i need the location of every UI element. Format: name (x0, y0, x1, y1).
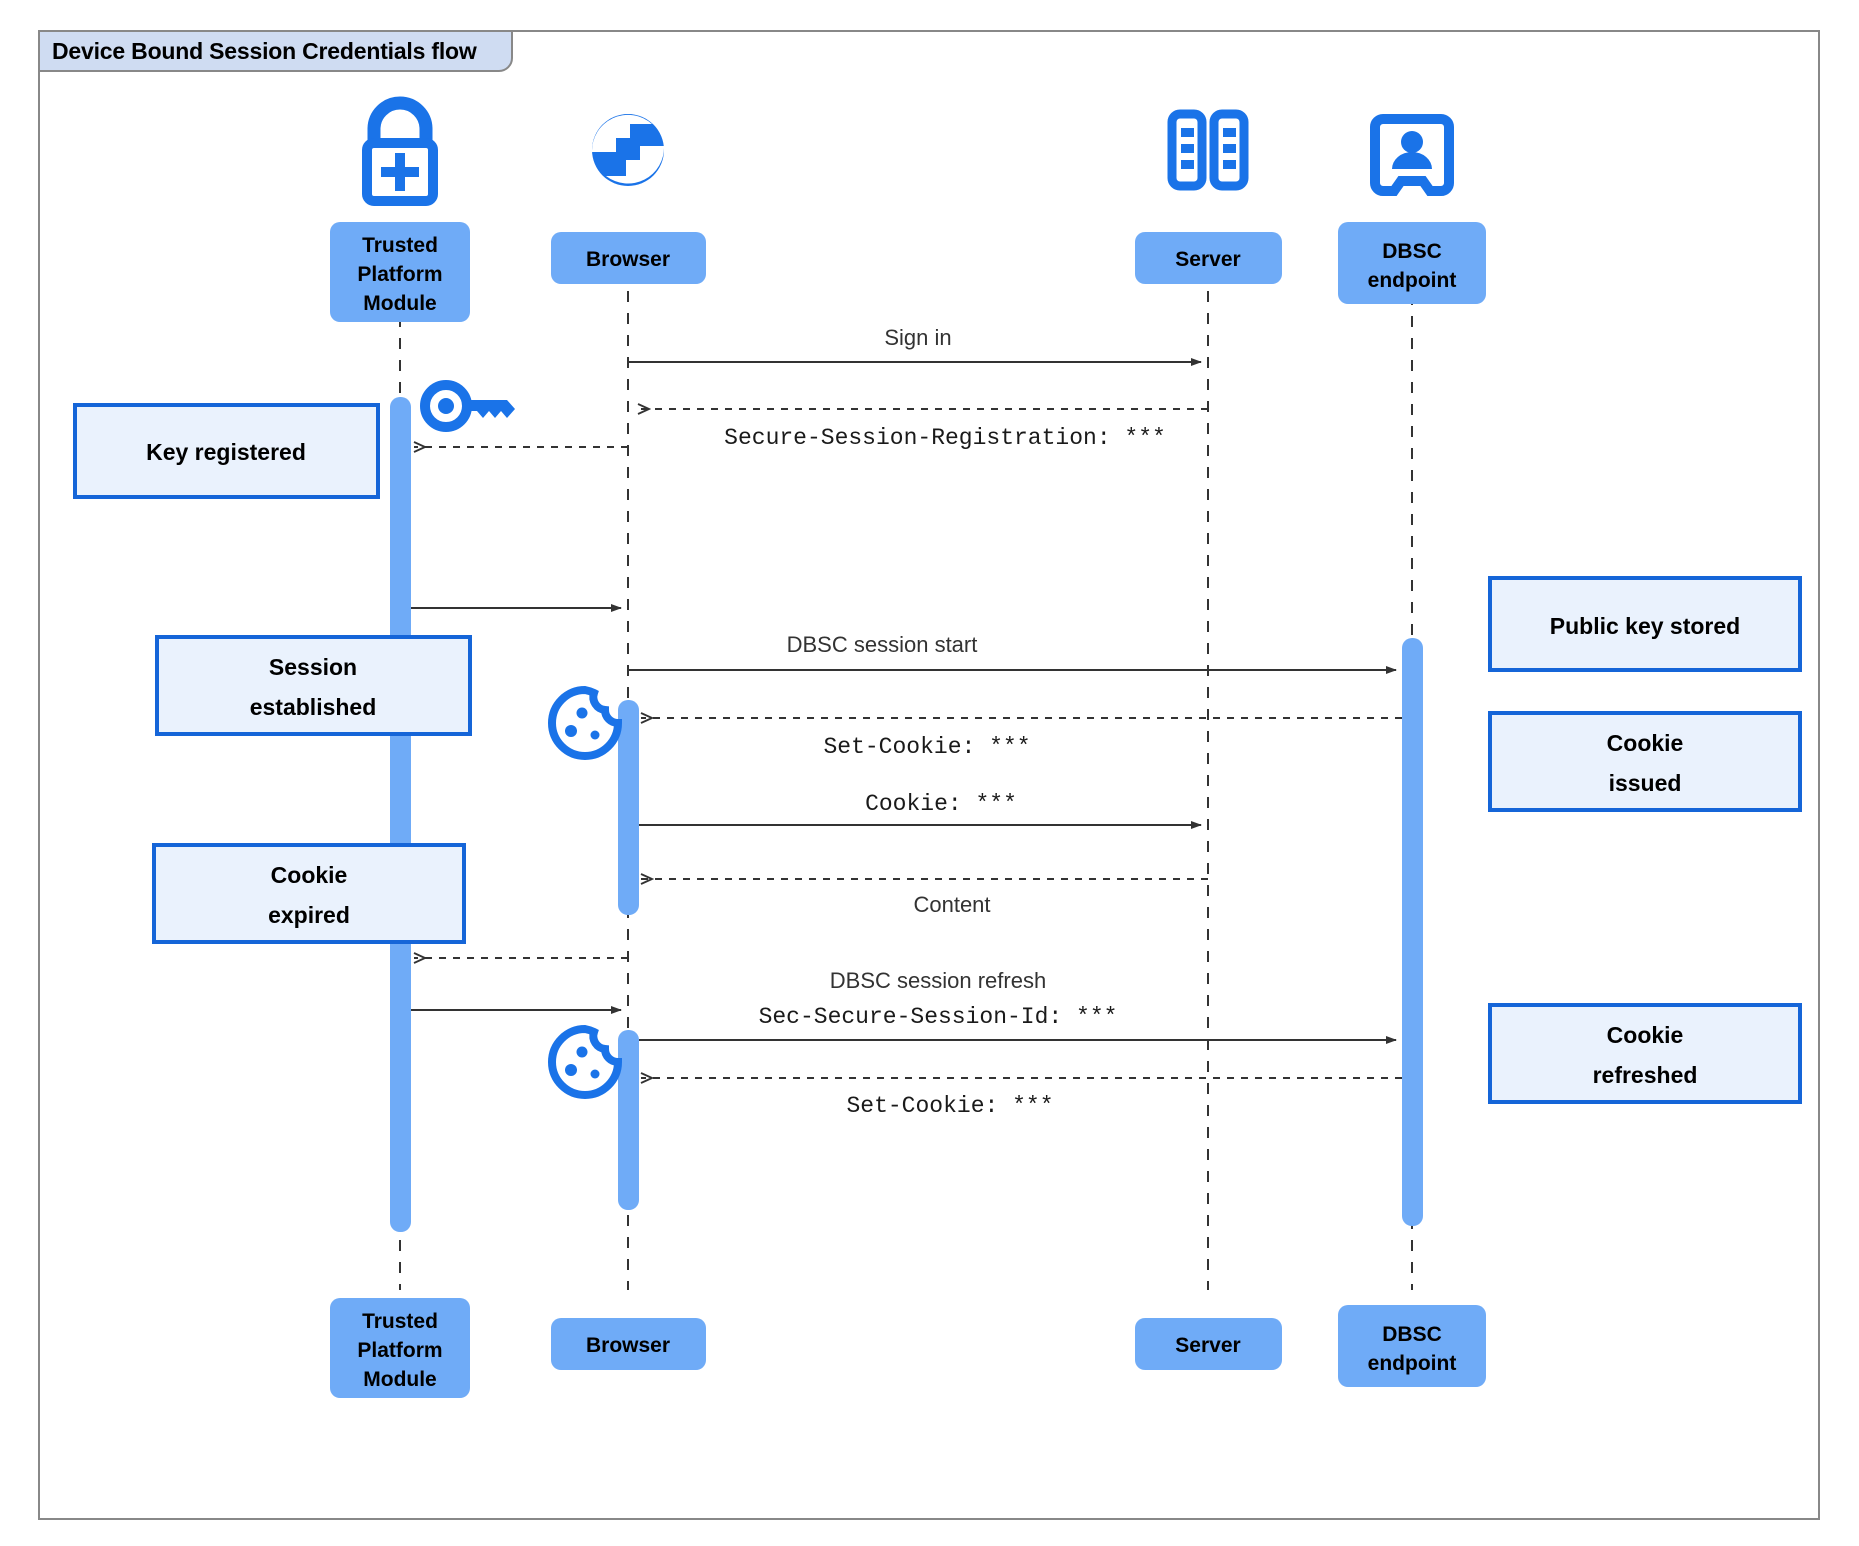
participant-label-line2: endpoint (1368, 1352, 1457, 1375)
note-box (1488, 576, 1802, 672)
participant-label-line1: Trusted (362, 234, 438, 257)
participant-server-bottom[interactable]: Server (1135, 1318, 1282, 1370)
message-dbsc-session-refresh: DBSC session refresh Sec-Secure-Session-… (639, 968, 1397, 1044)
activation-bar-dbsc (1402, 638, 1423, 1226)
participant-label-line1: Trusted (362, 1310, 438, 1333)
participant-dbsc-top[interactable]: DBSC endpoint (1338, 222, 1486, 304)
message-label: Set-Cookie: *** (823, 734, 1030, 760)
message-cookie-request: Cookie: *** (639, 791, 1202, 829)
message-set-cookie-1: Set-Cookie: *** (641, 718, 1402, 760)
activation-bars (390, 397, 1423, 1232)
frame-title-tab: Device Bound Session Credentials flow (38, 30, 513, 72)
participant-label-line3: Module (363, 292, 437, 315)
note-box (155, 635, 472, 736)
participant-label-line2: Platform (357, 1339, 442, 1362)
note-box (1488, 1003, 1802, 1104)
participant-box[interactable] (330, 222, 470, 322)
participant-label: Browser (586, 248, 670, 271)
note-box (1488, 711, 1802, 812)
participant-label-line2: Platform (357, 263, 442, 286)
key-icon (420, 380, 515, 432)
participant-tpm-bottom[interactable]: Trusted Platform Module (330, 1298, 470, 1398)
participant-browser-bottom[interactable]: Browser (551, 1318, 706, 1370)
note-line-1: Session (269, 654, 357, 680)
participant-box[interactable] (1338, 1305, 1486, 1387)
participant-box[interactable] (1338, 222, 1486, 304)
participant-box[interactable] (330, 1298, 470, 1398)
message-set-cookie-2: Set-Cookie: *** (641, 1078, 1402, 1119)
participant-tpm-top[interactable]: Trusted Platform Module (330, 222, 470, 322)
participant-label: Browser (586, 1334, 670, 1357)
participant-label-line1: DBSC (1382, 240, 1442, 263)
message-label-line2: Sec-Secure-Session-Id: *** (759, 1004, 1118, 1030)
participant-label-line2: endpoint (1368, 269, 1457, 292)
message-label: DBSC session start (787, 632, 978, 657)
participant-label-line3: Module (363, 1368, 437, 1391)
note-line-2: refreshed (1593, 1062, 1698, 1088)
message-label-line1: DBSC session refresh (830, 968, 1046, 993)
cookie-icon (548, 1024, 623, 1099)
participant-label: Server (1175, 248, 1240, 271)
note-cookie-issued: Cookie issued (1488, 711, 1802, 812)
note-cookie-expired: Cookie expired (152, 843, 466, 944)
message-label: Cookie: *** (865, 791, 1017, 817)
frame-title: Device Bound Session Credentials flow (52, 37, 477, 64)
note-line-2: issued (1609, 770, 1682, 796)
cookie-icon (548, 685, 623, 760)
lifelines (399, 247, 1413, 1290)
note-line-1: Cookie (1607, 730, 1684, 756)
message-secure-session-registration: Secure-Session-Registration: *** (638, 409, 1208, 451)
activation-bar-browser-1 (618, 700, 639, 915)
activation-bar-browser-2 (618, 1030, 639, 1210)
lock-plus-icon (362, 96, 438, 206)
note-box (152, 843, 466, 944)
note-line: Key registered (146, 439, 306, 465)
activation-bar-tpm (390, 397, 411, 1232)
server-rack-icon (1167, 109, 1249, 191)
participant-label: Server (1175, 1334, 1240, 1357)
participant-dbsc-bottom[interactable]: DBSC endpoint (1338, 1305, 1486, 1387)
participant-box[interactable] (551, 232, 706, 284)
note-line-1: Cookie (271, 862, 348, 888)
participant-box[interactable] (551, 1318, 706, 1370)
note-line-2: expired (268, 902, 350, 928)
participant-server-top[interactable]: Server (1135, 232, 1282, 284)
message-label: Sign in (884, 325, 951, 350)
message-sign-in: Sign in (628, 325, 1202, 366)
note-line-2: established (250, 694, 377, 720)
message-label: Secure-Session-Registration: *** (724, 425, 1166, 451)
participant-browser-top[interactable]: Browser (551, 232, 706, 284)
participant-label-line1: DBSC (1382, 1323, 1442, 1346)
message-dbsc-session-start: DBSC session start (628, 632, 1397, 674)
globe-icon (591, 114, 665, 186)
message-label: Set-Cookie: *** (846, 1093, 1053, 1119)
note-box (73, 403, 380, 499)
message-label: Content (913, 892, 990, 917)
message-content: Content (641, 879, 1208, 917)
note-line: Public key stored (1550, 613, 1740, 639)
participant-box[interactable] (1135, 1318, 1282, 1370)
note-line-1: Cookie (1607, 1022, 1684, 1048)
note-key-registered: Key registered (73, 403, 380, 499)
participant-box[interactable] (1135, 232, 1282, 284)
id-badge-icon (1370, 114, 1454, 196)
note-session-established: Session established (155, 635, 472, 736)
note-public-key-stored: Public key stored (1488, 576, 1802, 672)
note-cookie-refreshed: Cookie refreshed (1488, 1003, 1802, 1104)
